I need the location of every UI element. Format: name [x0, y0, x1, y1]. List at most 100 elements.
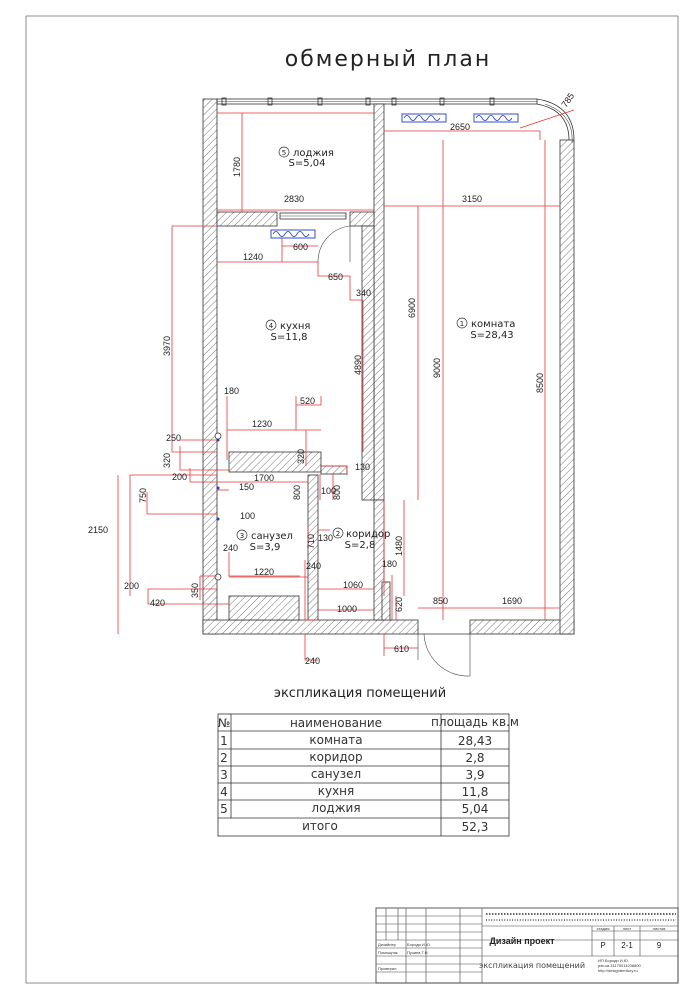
room-label-1: 1 комната S=28,43	[456, 317, 515, 341]
dim-label: 4890	[353, 355, 363, 375]
dim-label: 180	[224, 386, 239, 396]
dim-label: 1780	[232, 157, 242, 177]
dim-label: 650	[328, 272, 343, 282]
assistant-label: Помощник	[378, 950, 398, 955]
walls	[202, 98, 575, 635]
svg-text:кухня: кухня	[280, 321, 310, 332]
window-marks	[221, 97, 575, 144]
table-total-value: 52,3	[462, 820, 489, 834]
dim-label: 240	[306, 561, 321, 571]
dim-label: 1000	[337, 604, 357, 614]
sheet-value: 2-1	[621, 941, 633, 950]
room-label-2: 2 коридор S=2,8	[332, 527, 390, 551]
designer-name: Бороди И.Ю.	[407, 942, 431, 947]
dim-label: 620	[394, 597, 404, 612]
dimension-labels: 785 2650 1780 2830 3150 600 1240 650 340…	[88, 91, 576, 666]
table-header-area: площадь кв.м	[431, 715, 519, 729]
page-title: обмерный план	[285, 47, 491, 72]
table-header-num: №	[218, 716, 230, 730]
dim-label: 850	[433, 596, 448, 606]
dim-label: 1220	[254, 567, 274, 577]
dim-label: 2830	[284, 194, 304, 204]
dim-label: 8500	[535, 373, 545, 393]
dimension-lines	[117, 109, 575, 661]
table-cell: 1	[220, 734, 228, 748]
checked-label: Проверил	[378, 966, 397, 971]
dim-label: 320	[296, 449, 306, 464]
sheet-border	[25, 15, 679, 984]
table-header-name: наименование	[290, 716, 382, 730]
sheet-name: экспликация помещений	[479, 961, 585, 970]
dim-label: 240	[223, 543, 238, 553]
dim-label: 600	[293, 242, 308, 252]
svg-text:3: 3	[240, 532, 244, 540]
company-line3: http://designterritory.ru	[598, 968, 638, 973]
dim-label: 1700	[254, 473, 274, 483]
title-block: Дизайнер Бороди И.Ю. Помощник Пузина Т.Н…	[375, 907, 679, 984]
table-total-label: итого	[302, 819, 338, 833]
table-cell: 28,43	[458, 734, 492, 748]
dim-label: 320	[162, 453, 172, 468]
table-cell: коридор	[309, 750, 362, 764]
svg-text:S=2,8: S=2,8	[345, 540, 376, 551]
dim-label: 200	[124, 581, 139, 591]
stage-label: стадия	[597, 926, 610, 931]
dim-label: 350	[190, 583, 200, 598]
dim-label: 240	[305, 656, 320, 666]
project-name: Дизайн проект	[489, 936, 555, 946]
table-cell: комната	[309, 733, 362, 747]
svg-text:коридор: коридор	[346, 529, 390, 540]
dim-label: 2150	[88, 525, 108, 535]
svg-text:5: 5	[282, 149, 286, 157]
company-line1: ИП Бороди И.Ю.	[598, 958, 629, 963]
assistant-name: Пузина Т.Н.	[407, 950, 429, 955]
dim-label: 420	[150, 598, 165, 608]
table-cell: кухня	[318, 784, 355, 798]
dim-label: 1230	[252, 419, 272, 429]
svg-text:S=3,9: S=3,9	[250, 542, 281, 553]
dim-label: 1690	[502, 596, 522, 606]
table-cell: 2,8	[465, 751, 484, 765]
dim-label: 1240	[243, 252, 263, 262]
table-cell: 5,04	[462, 802, 489, 816]
company-line2: pat.ua.31170011208800	[598, 963, 642, 968]
svg-text:S=11,8: S=11,8	[271, 332, 308, 343]
dim-label: 800	[292, 485, 302, 500]
svg-text:2: 2	[336, 530, 340, 538]
table-cell: лоджия	[311, 801, 360, 815]
svg-text:S=28,43: S=28,43	[470, 330, 513, 341]
room-label-4: 4 кухня S=11,8	[265, 319, 310, 343]
dim-label: 785	[559, 91, 576, 109]
svg-text:санузел: санузел	[251, 531, 293, 542]
dim-label: 520	[300, 396, 315, 406]
table-cell: 3	[220, 768, 228, 782]
dim-label: 200	[172, 472, 187, 482]
dim-label: 750	[138, 488, 148, 503]
sheets-label: листов	[653, 926, 666, 931]
sheets-value: 9	[657, 941, 662, 950]
dim-label: 610	[394, 644, 409, 654]
room-label-5: 5 лоджия S=5,04	[278, 146, 334, 169]
radiators	[270, 113, 519, 239]
dim-label: 6900	[407, 298, 417, 318]
svg-text:4: 4	[269, 322, 274, 330]
table-cell: 4	[220, 785, 228, 799]
dim-label: 340	[356, 288, 371, 298]
dim-label: 1480	[394, 536, 404, 556]
svg-text:S=5,04: S=5,04	[289, 158, 326, 169]
dim-label: 250	[166, 433, 181, 443]
dim-label: 130	[355, 462, 370, 472]
dim-label: 180	[382, 559, 397, 569]
svg-text:комната: комната	[471, 319, 515, 330]
dim-label: 100	[321, 486, 336, 496]
table-cell: 5	[220, 802, 228, 816]
table-cell: санузел	[311, 767, 361, 781]
table-cell: 11,8	[462, 785, 489, 799]
sheet-label: лист	[623, 926, 632, 931]
dim-label: 9000	[432, 358, 442, 378]
dim-label: 2650	[450, 122, 470, 132]
dim-label: 800	[332, 485, 342, 500]
designer-label: Дизайнер	[378, 942, 397, 947]
